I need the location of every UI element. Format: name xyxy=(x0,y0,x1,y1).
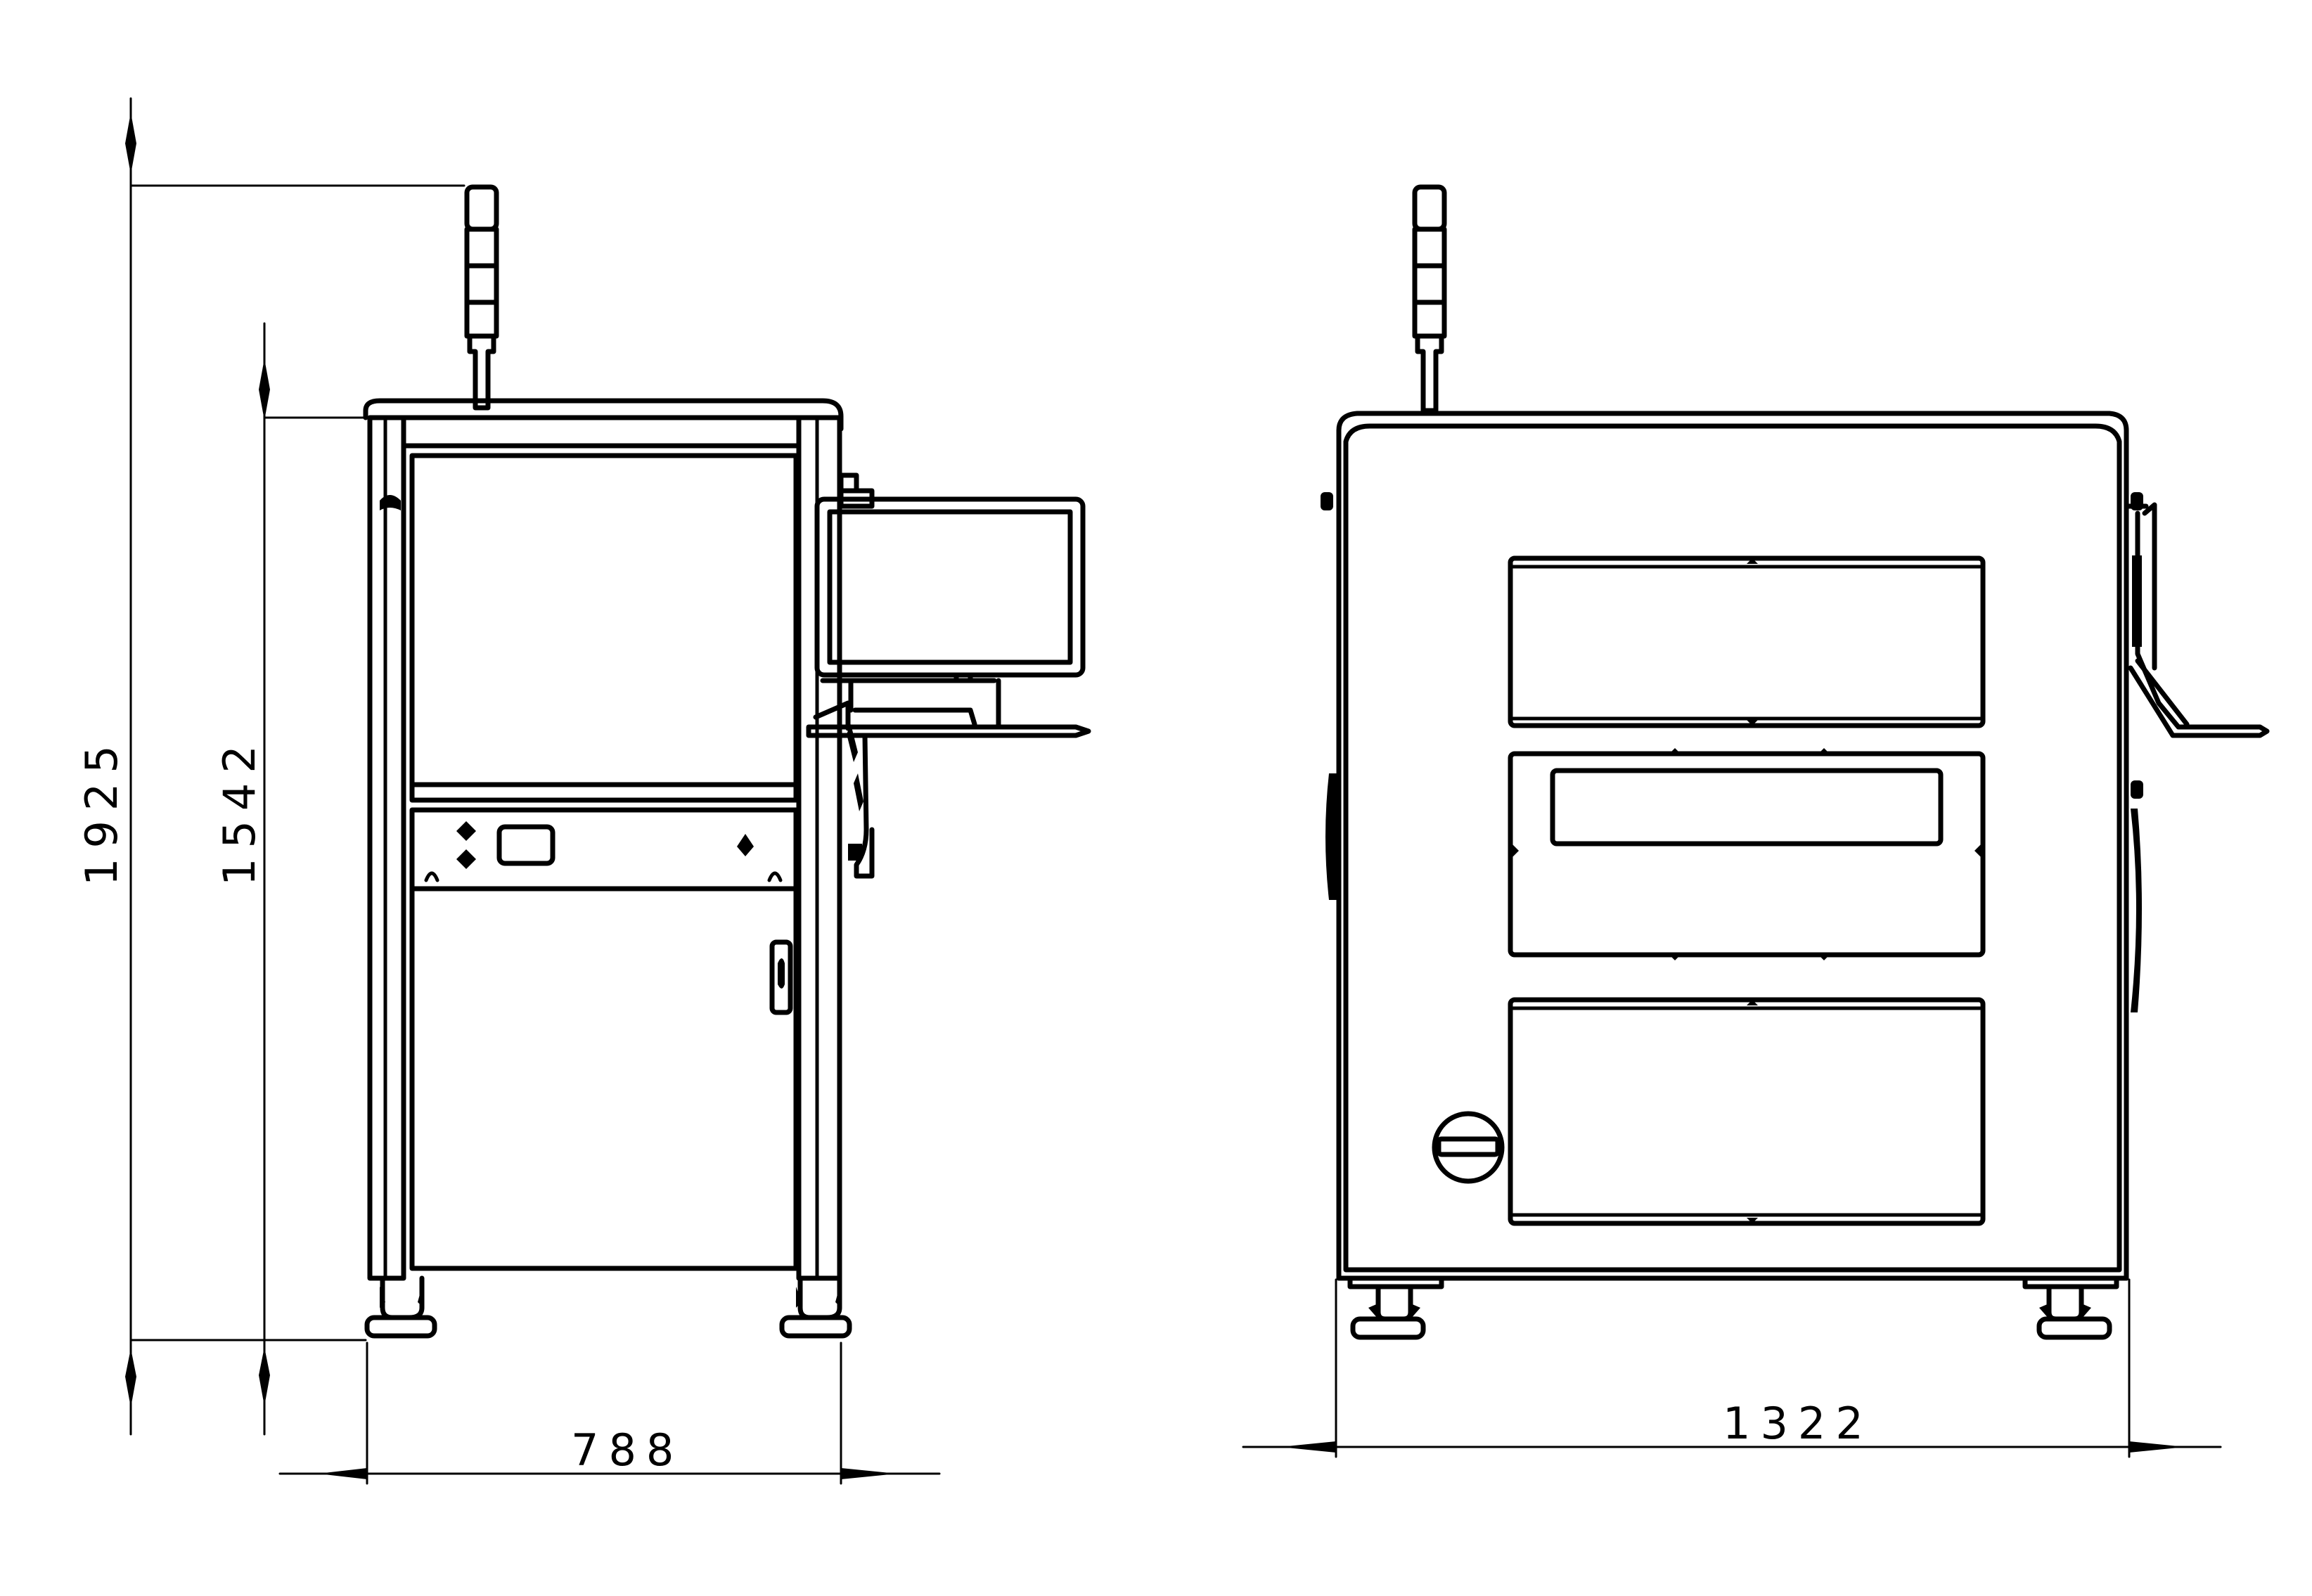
door-handle-icon xyxy=(769,939,793,1015)
panel-display xyxy=(496,824,555,866)
keyboard-tray xyxy=(806,724,1091,738)
side-foot-left xyxy=(364,1275,437,1339)
side-dimensions xyxy=(125,97,941,1485)
side-monitor-assembly xyxy=(806,472,1091,879)
front-middle-window xyxy=(1508,748,1986,960)
emergency-stop-icon xyxy=(456,849,476,869)
front-signal-tower xyxy=(1412,184,1447,413)
dim-overall-height-label: 1925 xyxy=(76,735,127,886)
side-cabinet-top xyxy=(363,398,844,432)
front-dimensions xyxy=(1242,1278,2222,1458)
front-cabinet xyxy=(1336,411,2129,1281)
dim-front-width-label: 1322 xyxy=(1723,1398,1873,1449)
dim-cabinet-height-label: 1542 xyxy=(214,735,265,886)
side-monitor xyxy=(814,496,1086,678)
side-signal-tower xyxy=(464,184,499,411)
indicator-icon xyxy=(737,834,754,856)
front-view xyxy=(1242,184,2270,1458)
front-left-handle xyxy=(1321,492,1339,900)
front-foot-left xyxy=(1347,1275,1444,1340)
side-top-rail xyxy=(401,415,802,449)
front-foot-right xyxy=(2022,1275,2119,1340)
front-bottom-window xyxy=(1508,997,1986,1226)
front-monitor-arm xyxy=(2124,502,2270,738)
side-upper-window xyxy=(409,453,799,787)
dim-side-width-label: 788 xyxy=(571,1424,683,1476)
front-top-window xyxy=(1508,555,1986,728)
front-lock-icon xyxy=(1432,1111,1505,1184)
side-view xyxy=(125,97,1091,1485)
power-switch-icon xyxy=(456,821,476,841)
side-left-post xyxy=(367,415,406,1281)
side-foot-right xyxy=(779,1275,852,1339)
side-lower-door xyxy=(409,886,799,1271)
side-control-panel xyxy=(409,807,799,892)
